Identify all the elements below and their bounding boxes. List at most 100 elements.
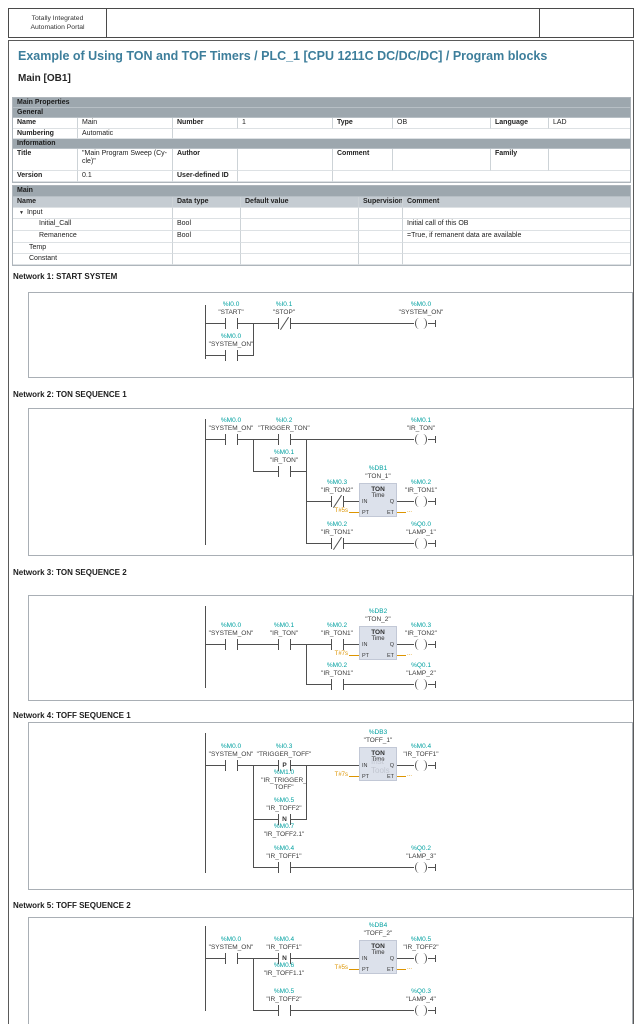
network3-title: Network 3: TON SEQUENCE 2: [13, 568, 127, 577]
address: %M0.5: [410, 936, 432, 943]
pin-et: ET: [386, 773, 394, 780]
interface-table: Main Name Data type Default value Superv…: [12, 185, 631, 266]
coil-ir-ton: [414, 434, 428, 445]
wire: [291, 958, 359, 959]
row-input: ▼Input: [13, 208, 630, 219]
address: %M0.7: [273, 823, 295, 830]
timer-block-ton1: TON Time IN Q PT ET: [359, 483, 397, 517]
wire: [428, 684, 435, 685]
col-datatype: Data type: [173, 197, 241, 208]
wire: [397, 644, 414, 645]
col-default: Default value: [241, 197, 359, 208]
block-subtype: Time: [371, 636, 385, 642]
pin-pt: PT: [362, 966, 370, 973]
operand-lamp2: %Q0.1"LAMP_2": [385, 662, 457, 677]
symbol: "TRIGGER_TOFF": [256, 750, 312, 758]
version-empty: [333, 171, 630, 182]
comment-label: Comment: [333, 149, 393, 171]
network4-title: Network 4: TOFF SEQUENCE 1: [13, 711, 131, 720]
pin-et: ET: [386, 509, 394, 516]
symbol: "IR_TON1": [405, 486, 437, 494]
p-edge-symbol: P: [282, 761, 287, 769]
rung-end: [435, 498, 436, 505]
operand-edge-memory-n: %M0.6"IR_TOFF1.1": [248, 962, 320, 977]
address: %M0.1: [410, 417, 432, 424]
temp-supervision: [359, 243, 403, 254]
address: %M0.4: [273, 845, 295, 852]
symbol: "LAMP_1": [406, 528, 436, 536]
wire: [253, 439, 254, 472]
contact-ir-toff2-n: N: [278, 814, 291, 825]
pin-in: IN: [362, 641, 368, 648]
wire: [306, 684, 331, 685]
address: %M0.4: [410, 743, 432, 750]
symbol: "SYSTEM_ON": [398, 308, 444, 316]
pin-pt: PT: [362, 509, 370, 516]
wire: [397, 958, 414, 959]
coil-lamp4: [414, 1005, 428, 1016]
wire: [253, 819, 278, 820]
symbol: "TOFF_2": [363, 929, 393, 937]
constant-datatype: [173, 254, 241, 265]
symbol: "SYSTEM_ON": [208, 340, 254, 348]
pt-wire: [349, 655, 359, 656]
operand-lamp4: %Q0.3"LAMP_4": [385, 988, 457, 1003]
name-value: Main: [78, 118, 173, 129]
pin-pt: PT: [362, 773, 370, 780]
operand-ir-toff1-branch: %M0.4"IR_TOFF1": [248, 845, 320, 860]
initial-call-default: [241, 219, 359, 231]
symbol: "IR_TOFF1": [266, 852, 302, 860]
address: %Q0.3: [411, 988, 431, 995]
coil-ir-ton2: [414, 639, 428, 650]
et-wire: [397, 655, 406, 656]
address: %Q0.2: [411, 845, 431, 852]
timer-block-ton2: TON Time IN Q PT ET: [359, 626, 397, 660]
operand-trigger-ton: %I0.2"TRIGGER_TON": [248, 417, 320, 432]
symbol: "IR_TRIGGER_ TOFF": [261, 776, 307, 792]
block-subtype: Time: [371, 950, 385, 956]
operand-system-on: %M0.0"SYSTEM_ON": [195, 936, 267, 951]
wire: [238, 644, 278, 645]
wire: [238, 765, 278, 766]
section-general: General: [13, 108, 630, 118]
wire: [238, 958, 278, 959]
udid-value: [238, 171, 333, 182]
constant-default: [241, 254, 359, 265]
rung-end: [435, 320, 436, 327]
contact-ir-toff1: [278, 862, 291, 873]
operand-start: %I0.0"START": [195, 301, 267, 316]
brand-line2: Automation Portal: [30, 23, 85, 31]
number-label: Number: [173, 118, 238, 129]
wire: [205, 355, 225, 356]
version-label: Version: [13, 171, 78, 182]
power-rail: [205, 733, 206, 873]
version-value: 0.1: [78, 171, 173, 182]
family-value: [549, 149, 630, 171]
row-constant: Constant: [13, 254, 630, 265]
comment-value: [393, 149, 491, 171]
address: %M0.1: [273, 622, 295, 629]
contact-ir-ton1: [331, 639, 344, 650]
power-rail: [205, 305, 206, 359]
et-wire: [397, 776, 406, 777]
operand-ir-toff1: %M0.4"IR_TOFF1": [248, 936, 320, 951]
address: %Q0.0: [411, 521, 431, 528]
symbol: "IR_TOFF1": [403, 750, 439, 758]
pin-pt: PT: [362, 652, 370, 659]
symbol: "IR_TON": [269, 456, 299, 464]
contact-system-on: [225, 953, 238, 964]
row-initial-call: Initial_Call Bool Initial call of this O…: [13, 219, 630, 231]
et-value: ...: [407, 508, 413, 514]
pin-q: Q: [389, 641, 394, 648]
symbol: "TON_1": [365, 472, 391, 480]
operand-ir-toff2: %M0.5"IR_TOFF2": [248, 797, 320, 812]
address: %M0.0: [220, 417, 242, 424]
remanence-comment: =True, if remanent data are available: [403, 231, 630, 243]
pin-q: Q: [389, 498, 394, 505]
address: %I0.0: [222, 301, 240, 308]
pt-wire: [349, 969, 359, 970]
address: %DB4: [368, 922, 388, 929]
power-rail: [205, 419, 206, 545]
address: %M0.0: [220, 333, 242, 340]
operand-db-ton1: %DB1"TON_1": [342, 465, 414, 480]
